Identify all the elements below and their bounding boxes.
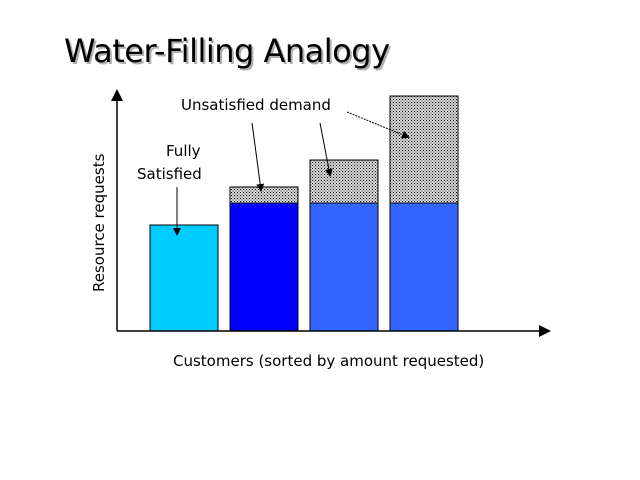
unsatisfied-bar-4 xyxy=(389,95,459,204)
unsatisfied-arrow-2 xyxy=(319,122,333,177)
allocated-bar-3 xyxy=(309,202,379,332)
unsatisfied-label: Unsatisfied demand xyxy=(181,96,331,114)
allocated-bar-2 xyxy=(229,202,299,332)
unsatisfied-bar-3 xyxy=(309,159,379,204)
fully-label-line1: Fully xyxy=(166,142,201,160)
unsatisfied-arrow-3 xyxy=(346,111,410,139)
unsatisfied-bar-2 xyxy=(229,186,299,204)
x-axis-label: Customers (sorted by amount requested) xyxy=(173,352,484,370)
allocated-bar-4 xyxy=(389,202,459,332)
bars-group xyxy=(149,95,459,332)
unsatisfied-arrow-1 xyxy=(251,122,265,192)
slide-title: Water-Filling Analogy xyxy=(64,32,390,70)
fully-label-line2: Satisfied xyxy=(137,165,202,183)
y-axis-label: Resource requests xyxy=(90,153,108,292)
allocated-bar-1 xyxy=(149,224,219,332)
